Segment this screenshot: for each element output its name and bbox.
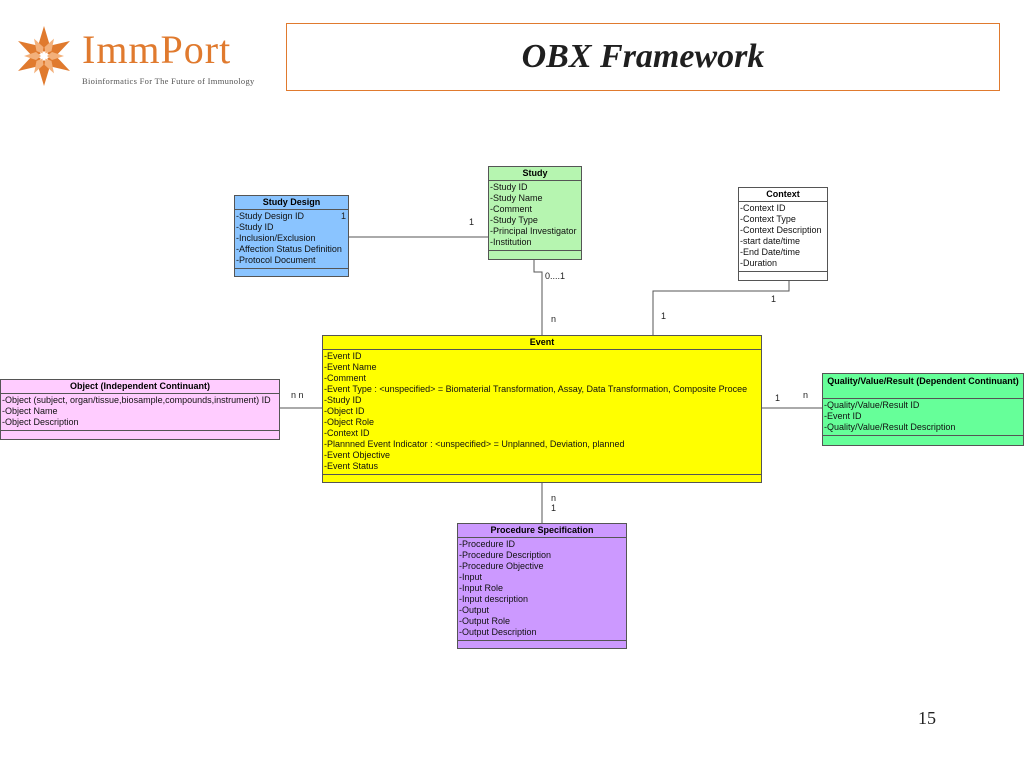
multiplicity-label: 1 — [775, 393, 781, 403]
attribute: -End Date/time — [740, 247, 801, 257]
attribute: -Object Description — [2, 417, 79, 427]
attribute: -Context Type — [740, 214, 796, 224]
attribute: -Input — [459, 572, 483, 582]
entity-procedure-specification: Procedure Specification -Procedure ID -P… — [457, 523, 627, 649]
multiplicity-label: n — [803, 390, 809, 400]
attribute: -Input Role — [459, 583, 504, 593]
logo-wordmark: ImmPort — [82, 27, 232, 72]
attribute: -Procedure Description — [459, 550, 552, 560]
attribute: -Plannned Event Indicator : <unspecified… — [324, 439, 625, 449]
attribute: -Comment — [490, 204, 533, 214]
attribute: -Study Name — [490, 193, 543, 203]
immport-logo: ImmPort Bioinformatics For The Future of… — [14, 22, 279, 94]
attribute: -Event ID — [824, 411, 862, 421]
immport-star-icon — [18, 26, 70, 86]
attribute: -Principal Investigator — [490, 226, 577, 236]
entity-title: Event — [323, 336, 761, 350]
attribute: -Study ID — [236, 222, 274, 232]
attribute: -Event Name — [324, 362, 377, 372]
attribute: -Study Design ID — [236, 211, 305, 221]
attribute: -Study Type — [490, 215, 538, 225]
page-number: 15 — [918, 708, 936, 728]
attribute: -Comment — [324, 373, 367, 383]
entity-context: Context -Context ID -Context Type -Conte… — [738, 187, 828, 281]
slide-title-box: OBX Framework — [286, 23, 1000, 91]
multiplicity-label: 1 — [771, 294, 777, 304]
slide-title: OBX Framework — [521, 38, 765, 75]
multiplicity-label: 1 — [661, 311, 667, 321]
multiplicity-label: 1 — [551, 503, 557, 513]
attribute: -Quality/Value/Result Description — [824, 422, 956, 432]
attribute: -Study ID — [324, 395, 362, 405]
attribute: -Object Name — [2, 406, 58, 416]
attribute: -start date/time — [740, 236, 801, 246]
attribute: -Context ID — [740, 203, 786, 213]
attribute: -Output Description — [459, 627, 537, 637]
attribute: -Procedure Objective — [459, 561, 544, 571]
attribute: -Output — [459, 605, 490, 615]
attribute: -Event ID — [324, 351, 362, 361]
multiplicity-label: n n — [291, 390, 304, 400]
entity-study-design: Study Design -Study Design ID -Study ID … — [234, 195, 349, 277]
entity-quality-value-result: Quality/Value/Result (Dependent Continua… — [822, 373, 1024, 446]
entity-object: Object (Independent Continuant) -Object … — [0, 379, 280, 440]
attribute: -Object Role — [324, 417, 375, 427]
attribute: -Input description — [459, 594, 529, 604]
attribute: -Quality/Value/Result ID — [824, 400, 920, 410]
entity-title: Procedure Specification — [458, 524, 626, 538]
attribute: -Inclusion/Exclusion — [236, 233, 316, 243]
entity-title: Object (Independent Continuant) — [1, 380, 279, 394]
attribute: -Object (subject, organ/tissue,biosample… — [2, 395, 271, 405]
multiplicity-label: n — [551, 314, 557, 324]
entity-event: Event -Event ID -Event Name -Comment -Ev… — [322, 335, 762, 483]
entity-title: Context — [739, 188, 827, 202]
attribute: -Output Role — [459, 616, 511, 626]
attribute: -Study ID — [490, 182, 528, 192]
entity-title: Study — [489, 167, 581, 181]
attribute: -Institution — [490, 237, 532, 247]
line-context-event — [652, 281, 790, 335]
attribute: -Procedure ID — [459, 539, 516, 549]
multiplicity-label: 1 — [341, 211, 347, 221]
attribute: -Object ID — [324, 406, 365, 416]
attribute: -Affection Status Definition — [236, 244, 342, 254]
attribute: -Protocol Document — [236, 255, 316, 265]
entity-title: Quality/Value/Result (Dependent Continua… — [823, 374, 1023, 399]
multiplicity-label: 1 — [469, 217, 475, 227]
multiplicity-label: n — [551, 493, 557, 503]
attribute: -Duration — [740, 258, 778, 268]
attribute: -Event Objective — [324, 450, 391, 460]
attribute: -Event Type : <unspecified> = Biomateria… — [324, 384, 748, 394]
multiplicity-label: 0....1 — [545, 271, 566, 281]
entity-title: Study Design — [235, 196, 348, 210]
line-study-event — [533, 260, 543, 335]
attribute: -Context Description — [740, 225, 822, 235]
entity-study: Study -Study ID -Study Name -Comment -St… — [488, 166, 582, 260]
attribute: -Event Status — [324, 461, 379, 471]
logo-tagline: Bioinformatics For The Future of Immunol… — [82, 76, 255, 86]
attribute: -Context ID — [324, 428, 370, 438]
